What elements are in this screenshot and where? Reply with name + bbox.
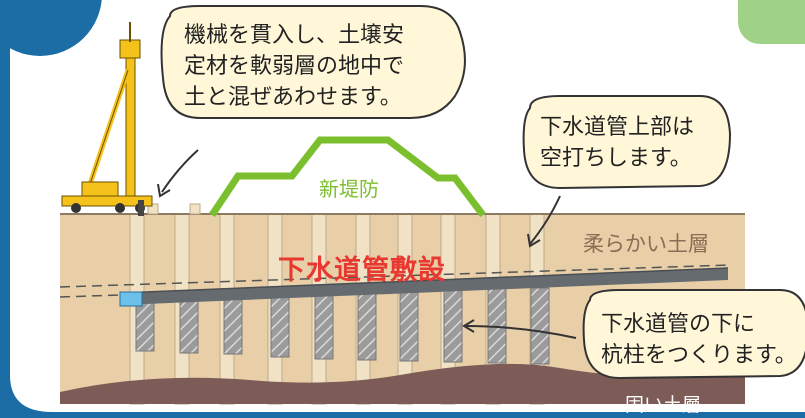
sewer-pipe	[122, 268, 728, 305]
pipe-shield-machine	[119, 291, 143, 307]
hard-layer-label: 固い土層	[625, 394, 702, 416]
pile-columns	[135, 287, 550, 365]
bubble-upper-text: 下水道管上部は 空打ちします。	[540, 115, 695, 171]
bubble-lower-text: 下水道管の下に 杭柱をつくります。	[601, 312, 797, 368]
arrow-pointer	[465, 325, 577, 339]
levee-label: 新堤防	[319, 177, 379, 201]
pipe-guide-lower	[59, 294, 121, 298]
frame-corner-badge	[0, 0, 102, 56]
bubble-upper-shape	[522, 95, 732, 190]
soft-layer-label: 柔らかい土層	[583, 232, 709, 256]
arrow-pointer	[161, 149, 199, 193]
pipe-install-label: 下水道管敷設	[278, 255, 446, 286]
corner-tab	[738, 0, 805, 44]
pile-driver-machine-icon	[61, 22, 153, 216]
bubble-machine-shape	[160, 5, 466, 119]
bubble-machine-text: 機械を貫入し、土壌安 定材を軟弱層の地中で 土と混ぜあわせます。	[184, 23, 405, 110]
arrow-pointer	[529, 195, 561, 245]
hard-soil-layer	[60, 363, 745, 404]
new-levee-outline	[209, 136, 486, 218]
bubble-lower-shape	[582, 289, 805, 380]
